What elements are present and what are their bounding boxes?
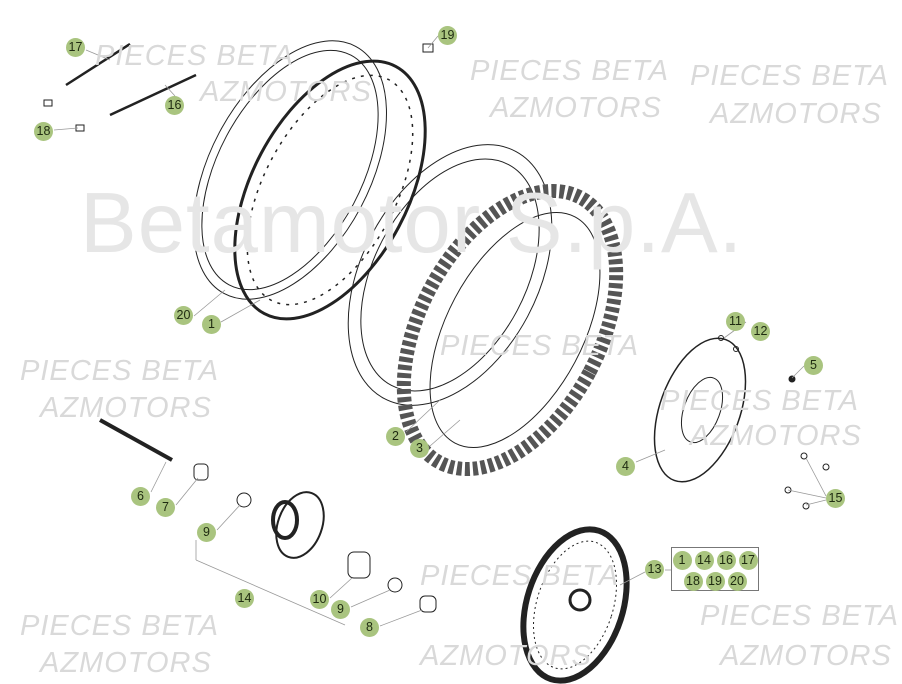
part-callout[interactable]: 20 [727,572,747,591]
watermark-text: AZMOTORS [690,420,862,452]
part-callout-19[interactable]: 19 [438,26,457,45]
part-callout-14[interactable]: 14 [235,589,254,608]
hub [275,491,325,559]
watermark-text: AZMOTORS [200,76,372,108]
watermark-text: PIECES BETA [700,600,900,632]
nut [788,375,796,383]
watermark-text: AZMOTORS [420,640,592,672]
rim-tape-inner-edge [201,49,379,291]
part-callout-9[interactable]: 9 [331,600,350,619]
watermark-text: AZMOTORS [490,92,662,124]
spacer [193,463,209,481]
part-callout[interactable]: 16 [716,551,736,570]
part-callout[interactable]: 18 [683,572,703,591]
part-callout-12[interactable]: 12 [751,322,770,341]
hub-flange [271,500,299,540]
complete-wheel [520,526,630,684]
nipple [43,99,53,107]
part-callout-20[interactable]: 20 [174,306,193,325]
valve-cap [422,43,434,53]
part-callout-13[interactable]: 13 [645,560,664,579]
rim-spoke-holes [246,74,414,306]
inner-tube-inner-edge [360,158,540,392]
part-callout[interactable]: 19 [705,572,725,591]
part-callout-8[interactable]: 8 [360,618,379,637]
part-callout-1[interactable]: 1 [202,315,221,334]
brake-disc-center [680,376,724,444]
bearing [236,492,252,508]
watermark-text: AZMOTORS [40,392,212,424]
part-callout-11[interactable]: 11 [726,312,745,331]
spacer [419,595,437,613]
part-callout[interactable]: 1 [672,551,692,570]
washer [733,346,739,352]
watermark-text: PIECES BETA [20,355,220,387]
hub-spacer [347,551,371,579]
part-callout-3[interactable]: 3 [410,439,429,458]
watermark-text: PIECES BETA [95,40,295,72]
watermark-text: PIECES BETA [20,610,220,642]
part-callout-15[interactable]: 15 [826,489,845,508]
watermark-text: AZMOTORS [710,98,882,130]
complete-wheel-hub [568,588,592,612]
part-callout-16[interactable]: 16 [165,96,184,115]
disc-bolt [800,452,808,460]
axle [99,418,173,462]
spoke [65,42,131,87]
watermark-text: AZMOTORS [40,647,212,679]
tire [396,183,624,477]
watermark-text: AZMOTORS [720,640,892,672]
disc-bolt [822,463,830,471]
part-callout-6[interactable]: 6 [131,487,150,506]
washer [718,335,724,341]
disc-bolt [802,502,810,510]
part-callout-4[interactable]: 4 [616,457,635,476]
part-callout-10[interactable]: 10 [310,590,329,609]
part-callout-18[interactable]: 18 [34,122,53,141]
kit-group-row: 18 19 20 [672,572,758,591]
part-callout-2[interactable]: 2 [386,427,405,446]
bearing [387,577,403,593]
part-callout[interactable]: 14 [694,551,714,570]
watermark-text: PIECES BETA [440,330,640,362]
complete-wheel-spokes [533,540,617,670]
watermark-text: PIECES BETA [660,385,860,417]
part-callout-17[interactable]: 17 [66,38,85,57]
rim-tape [193,40,387,300]
part-callout-9[interactable]: 9 [197,523,216,542]
inner-tube [347,144,553,406]
brake-disc [653,337,747,483]
kit-group-row: 1 14 16 17 [672,551,758,570]
brand-watermark: Betamotor S.p.A. [80,176,744,271]
kit-group-box: 1 14 16 17 18 19 20 [671,547,759,591]
disc-bolt [784,486,792,494]
leader-lines [53,35,827,627]
spoke [109,73,197,117]
watermark-text: PIECES BETA [690,60,890,92]
part-callout[interactable]: 17 [738,551,758,570]
part-callout-7[interactable]: 7 [156,498,175,517]
rim [233,59,427,321]
watermark-text: PIECES BETA [420,560,620,592]
tire-bead [429,212,601,448]
part-callout-5[interactable]: 5 [804,356,823,375]
watermark-text: PIECES BETA [470,55,670,87]
